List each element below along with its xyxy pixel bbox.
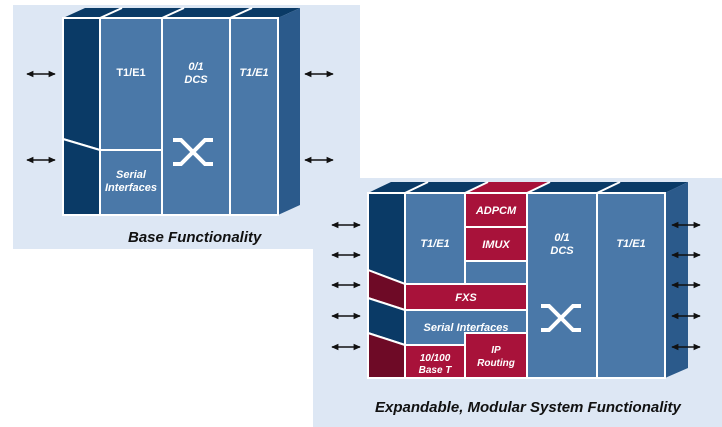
modular-t1e1-left-label: T1/E1 [420,238,449,250]
modular-dcs-label-1: 0/1 [554,232,569,244]
modular-module-imux [464,226,528,262]
modular-module-filler [464,260,528,285]
base-functionality-caption: Base Functionality [128,229,262,246]
modular-imux-label: IMUX [482,239,510,251]
base-top-bevel [63,8,300,18]
base-module-t1e1-left [99,17,163,151]
base-dcs-label-2: DCS [184,74,208,86]
base-module-dcs [161,17,231,216]
modular-ip-routing-label-2: Routing [477,358,515,369]
base-side-panel-top [62,17,101,152]
modular-ethernet-label-2: Base T [419,365,453,376]
modular-module-dcs [526,192,598,379]
base-module-t1e1-right [229,17,279,216]
base-serial-label-2: Interfaces [105,182,157,194]
base-t1e1-left-label: T1/E1 [116,67,145,79]
crossconnect-switch-icon [173,138,213,166]
modular-adpcm-label: ADPCM [475,205,517,217]
base-dcs-label-1: 0/1 [188,61,203,73]
base-t1e1-right-label: T1/E1 [239,67,268,79]
modular-module-t1e1-right [596,192,666,379]
modular-side-panel [367,192,406,286]
crossconnect-switch-icon [541,304,581,332]
modular-fxs-label: FXS [455,292,477,304]
modular-functionality-caption: Expandable, Modular System Functionality [375,399,681,416]
modular-ethernet-label-1: 10/100 [420,353,451,364]
modular-serial-label: Serial Interfaces [424,322,509,334]
modular-module-fxs [404,283,528,311]
base-serial-label-1: Serial [116,169,147,181]
modular-module-t1e1-left [404,192,466,285]
modular-ip-routing-label-1: IP [491,345,501,356]
base-side-panel-bottom [62,137,101,216]
modular-dcs-label-2: DCS [550,245,574,257]
modular-t1e1-right-label: T1/E1 [616,238,645,250]
